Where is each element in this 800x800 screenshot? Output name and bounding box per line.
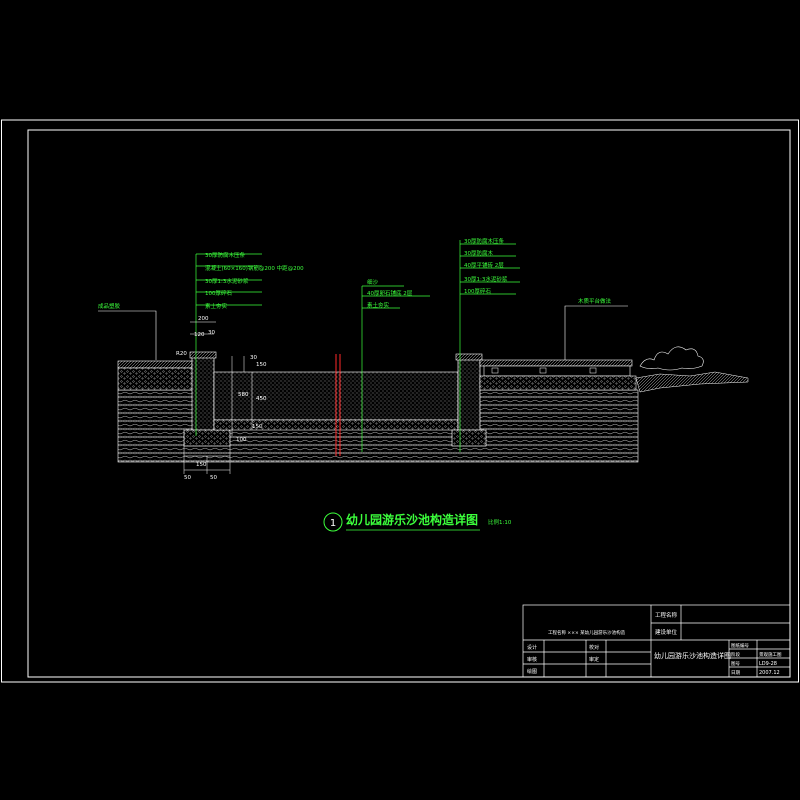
page-title: 幼儿园游乐沙池构造详图 bbox=[346, 512, 478, 527]
review-label: 审核 bbox=[527, 656, 537, 663]
left-annotations: 30厚防腐木压条 混凝土(60×160)钢筋@200 中距@200 30厚1:3… bbox=[205, 251, 304, 310]
joist-box-2 bbox=[539, 367, 547, 374]
deck-base bbox=[479, 375, 637, 391]
left-note-5: 素土夯实 bbox=[205, 302, 228, 310]
dim-30b: 30 bbox=[250, 355, 257, 361]
owner-label: 建设单位 bbox=[655, 628, 678, 636]
joist-box-1 bbox=[491, 367, 499, 374]
right-footing bbox=[451, 429, 487, 447]
left-base-gravel bbox=[117, 367, 193, 391]
dim-580: 580 bbox=[238, 392, 249, 398]
right-note-1: 30厚防腐木压条 bbox=[464, 237, 504, 245]
right-curb-wall bbox=[457, 355, 481, 433]
right-edge-leader bbox=[564, 305, 628, 360]
left-footing bbox=[183, 429, 231, 447]
deck-joists bbox=[483, 365, 631, 377]
scale-label: 比例1:10 bbox=[488, 518, 512, 526]
dim-120: 120 bbox=[194, 332, 205, 338]
title-block-texts: 工程名称 建设单位 工程名称 ××× 某幼儿园游乐沙池构造 设计 校对 审核 审… bbox=[527, 611, 782, 676]
center-annotations: 细沙 40厚卵石铺底 2层 素土夯实 bbox=[367, 278, 413, 309]
dim-r20: R20 bbox=[176, 351, 187, 357]
check-label: 校对 bbox=[589, 644, 599, 651]
dim-200: 200 bbox=[198, 316, 209, 322]
inner-frame bbox=[27, 129, 791, 678]
draw-label: 绘图 bbox=[527, 668, 537, 675]
detail-marker-circle bbox=[323, 512, 343, 532]
dim-50b: 50 bbox=[210, 475, 217, 481]
number-value: LD9-28 bbox=[759, 661, 777, 667]
drawing-title: 1 幼儿园游乐沙池构造详图 比例1:10 bbox=[323, 512, 512, 532]
dim-50a: 50 bbox=[184, 475, 191, 481]
right-note-5: 100厚碎石 bbox=[464, 287, 491, 295]
dim-150c: 150 bbox=[196, 462, 207, 468]
date-value: 2007.12 bbox=[759, 670, 780, 676]
right-note-2: 30厚防腐木 bbox=[464, 249, 493, 257]
right-curb-cap bbox=[455, 353, 483, 361]
section-detail bbox=[98, 240, 749, 474]
dimension-lines bbox=[183, 321, 253, 474]
dim-450: 450 bbox=[256, 396, 267, 402]
left-curb-cap bbox=[189, 351, 217, 359]
center-note-1: 细沙 bbox=[367, 278, 379, 286]
detail-marker-number: 1 bbox=[330, 518, 336, 529]
left-note-2: 混凝土(60×160)钢筋@200 中距@200 bbox=[205, 264, 304, 272]
stage-label: 阶段 bbox=[731, 651, 740, 658]
left-curb-wall bbox=[191, 353, 215, 433]
left-rubber-surface bbox=[117, 360, 193, 369]
project-row: 工程名称 ××× 某幼儿园游乐沙池构造 bbox=[548, 629, 626, 636]
left-edge-leader bbox=[98, 310, 157, 360]
dim-30a: 30 bbox=[208, 330, 215, 336]
sheet-title: 幼儿园游乐沙池构造详图 bbox=[654, 651, 731, 660]
left-edge-label: 成品塑胶 bbox=[98, 302, 121, 310]
center-note-3: 素土夯实 bbox=[367, 301, 390, 309]
number-label: 图号 bbox=[731, 661, 740, 667]
approve-label: 审定 bbox=[589, 656, 599, 663]
date-label: 日期 bbox=[731, 670, 740, 676]
left-note-3: 30厚1:3水泥砂浆 bbox=[205, 277, 249, 285]
natural-ground bbox=[635, 371, 749, 393]
drawing-no-label: 图纸编号 bbox=[731, 642, 749, 649]
left-note-1: 30厚防腐木压条 bbox=[205, 251, 245, 259]
deck-board bbox=[479, 359, 633, 367]
right-edge-label: 木质平台做法 bbox=[578, 297, 612, 305]
right-note-3: 40厚平铺砖 2层 bbox=[464, 261, 504, 269]
leader-lines bbox=[195, 240, 520, 452]
design-label: 设计 bbox=[527, 644, 537, 651]
shrub bbox=[639, 346, 704, 371]
dimension-texts: 200 120 30 R20 30 150 580 450 150 100 15… bbox=[176, 316, 267, 481]
dim-150b: 150 bbox=[252, 424, 263, 430]
center-note-2: 40厚卵石铺底 2层 bbox=[367, 289, 413, 297]
dim-100: 100 bbox=[236, 437, 247, 443]
dim-150: 150 bbox=[256, 362, 267, 368]
stage-value: 景观施工图 bbox=[759, 651, 782, 658]
left-note-4: 100厚碎石 bbox=[205, 289, 232, 297]
joist-box-3 bbox=[589, 367, 597, 374]
title-block bbox=[522, 604, 791, 678]
outer-frame bbox=[1, 119, 799, 683]
right-note-4: 30厚1:3水泥砂浆 bbox=[464, 275, 508, 283]
project-label: 工程名称 bbox=[655, 611, 678, 619]
right-annotations: 30厚防腐木压条 30厚防腐木 40厚平铺砖 2层 30厚1:3水泥砂浆 100… bbox=[464, 237, 508, 295]
